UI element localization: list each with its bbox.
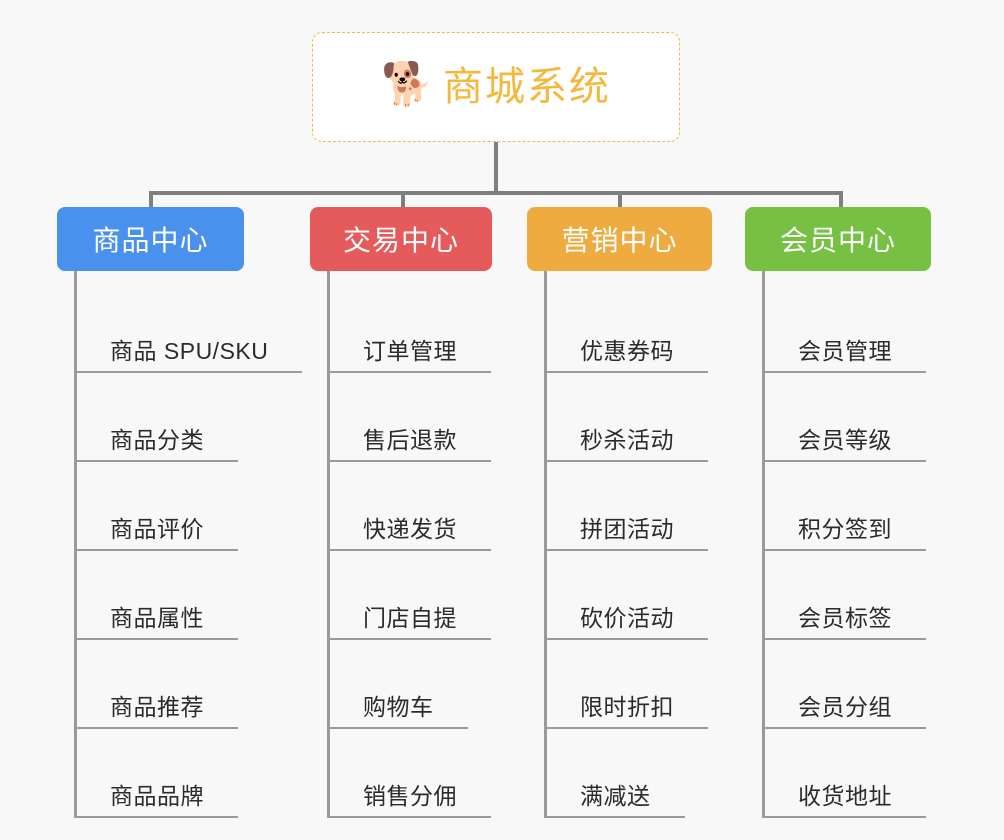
leaf-node[interactable]: 收货地址 (764, 729, 931, 818)
leaf-label: 满减送 (580, 783, 651, 809)
leaf-node[interactable]: 商品分类 (76, 373, 302, 462)
leaf-label: 优惠券码 (580, 338, 674, 364)
leaf-underline: 会员分组 (764, 696, 926, 729)
leaf-underline: 砍价活动 (546, 607, 708, 640)
leaf-underline: 满减送 (546, 785, 685, 818)
leaf-node[interactable]: 积分签到 (764, 462, 931, 551)
category-box-product-center[interactable]: 商品中心 (57, 207, 244, 271)
category-box-marketing-center[interactable]: 营销中心 (527, 207, 712, 271)
leaf-label: 会员管理 (798, 338, 892, 364)
root-node[interactable]: 🐕 商城系统 (312, 32, 680, 142)
leaf-underline: 收货地址 (764, 785, 926, 818)
leaf-underline: 拼团活动 (546, 518, 708, 551)
connector-drop-1 (149, 191, 153, 209)
leaf-label: 快递发货 (363, 516, 457, 542)
branch-children-product-center: 商品 SPU/SKU 商品分类商品评价商品属性商品推荐商品品牌 (74, 271, 303, 818)
leaf-underline: 快递发货 (329, 518, 491, 551)
leaf-node[interactable]: 商品评价 (76, 462, 302, 551)
leaf-underline: 商品评价 (76, 518, 238, 551)
leaf-underline: 优惠券码 (546, 340, 708, 373)
leaf-underline: 商品分类 (76, 429, 238, 462)
leaf-label: 会员标签 (798, 605, 892, 631)
leaf-node[interactable]: 会员标签 (764, 551, 931, 640)
leaf-label: 商品品牌 (110, 783, 204, 809)
leaf-node[interactable]: 门店自提 (329, 551, 492, 640)
root-title: 商城系统 (443, 65, 611, 109)
leaf-underline: 门店自提 (329, 607, 491, 640)
leaf-node[interactable]: 会员管理 (764, 284, 931, 373)
connector-drop-4 (839, 191, 843, 209)
leaf-underline: 积分签到 (764, 518, 926, 551)
connector-drop-3 (618, 191, 622, 209)
leaf-node[interactable]: 会员分组 (764, 640, 931, 729)
leaf-underline: 会员标签 (764, 607, 926, 640)
leaf-label: 商品分类 (110, 427, 204, 453)
leaf-node[interactable]: 优惠券码 (546, 284, 712, 373)
leaf-underline: 商品属性 (76, 607, 238, 640)
leaf-underline: 商品推荐 (76, 696, 238, 729)
leaf-node[interactable]: 商品品牌 (76, 729, 302, 818)
category-box-trade-center[interactable]: 交易中心 (310, 207, 492, 271)
leaf-node[interactable]: 砍价活动 (546, 551, 712, 640)
branch-column-trade-center: 交易中心订单管理售后退款快递发货门店自提购物车销售分佣 (310, 207, 492, 818)
leaf-label: 会员分组 (798, 694, 892, 720)
branch-column-product-center: 商品中心商品 SPU/SKU 商品分类商品评价商品属性商品推荐商品品牌 (57, 207, 303, 818)
branch-children-member-center: 会员管理会员等级积分签到会员标签会员分组收货地址 (762, 271, 931, 818)
leaf-node[interactable]: 售后退款 (329, 373, 492, 462)
branch-column-marketing-center: 营销中心优惠券码秒杀活动拼团活动砍价活动限时折扣满减送 (527, 207, 712, 818)
branch-children-marketing-center: 优惠券码秒杀活动拼团活动砍价活动限时折扣满减送 (544, 271, 712, 818)
leaf-label: 购物车 (363, 694, 434, 720)
leaf-label: 订单管理 (363, 338, 457, 364)
leaf-label: 拼团活动 (580, 516, 674, 542)
leaf-label: 会员等级 (798, 427, 892, 453)
leaf-underline: 销售分佣 (329, 785, 491, 818)
leaf-underline: 购物车 (329, 696, 468, 729)
leaf-node[interactable]: 拼团活动 (546, 462, 712, 551)
leaf-label: 商品 SPU/SKU (110, 338, 269, 364)
leaf-label: 售后退款 (363, 427, 457, 453)
leaf-node[interactable]: 限时折扣 (546, 640, 712, 729)
leaf-label: 积分签到 (798, 516, 892, 542)
leaf-node[interactable]: 销售分佣 (329, 729, 492, 818)
leaf-label: 商品属性 (110, 605, 204, 631)
leaf-label: 秒杀活动 (580, 427, 674, 453)
leaf-node[interactable]: 商品推荐 (76, 640, 302, 729)
leaf-underline: 会员管理 (764, 340, 926, 373)
connector-stem (494, 142, 498, 194)
leaf-underline: 会员等级 (764, 429, 926, 462)
branch-children-trade-center: 订单管理售后退款快递发货门店自提购物车销售分佣 (327, 271, 492, 818)
leaf-underline: 商品 SPU/SKU (76, 338, 303, 373)
leaf-label: 门店自提 (363, 605, 457, 631)
leaf-label: 收货地址 (798, 783, 892, 809)
leaf-label: 销售分佣 (363, 783, 457, 809)
leaf-node[interactable]: 满减送 (546, 729, 712, 818)
leaf-node[interactable]: 订单管理 (329, 284, 492, 373)
leaf-node[interactable]: 秒杀活动 (546, 373, 712, 462)
leaf-node[interactable]: 购物车 (329, 640, 492, 729)
leaf-label: 商品评价 (110, 516, 204, 542)
leaf-node[interactable]: 快递发货 (329, 462, 492, 551)
shiba-dog-face-icon: 🐕 (381, 60, 434, 107)
leaf-label: 商品推荐 (110, 694, 204, 720)
leaf-underline: 秒杀活动 (546, 429, 708, 462)
leaf-underline: 售后退款 (329, 429, 491, 462)
leaf-label: 砍价活动 (580, 605, 674, 631)
category-box-member-center[interactable]: 会员中心 (745, 207, 931, 271)
leaf-node[interactable]: 商品 SPU/SKU (76, 284, 303, 373)
branch-column-member-center: 会员中心会员管理会员等级积分签到会员标签会员分组收货地址 (745, 207, 931, 818)
leaf-node[interactable]: 商品属性 (76, 551, 302, 640)
leaf-underline: 商品品牌 (76, 785, 238, 818)
leaf-underline: 限时折扣 (546, 696, 708, 729)
leaf-node[interactable]: 会员等级 (764, 373, 931, 462)
leaf-label: 限时折扣 (580, 694, 674, 720)
connector-horizontal-bar (149, 191, 843, 195)
leaf-underline: 订单管理 (329, 340, 491, 373)
connector-drop-2 (401, 191, 405, 209)
